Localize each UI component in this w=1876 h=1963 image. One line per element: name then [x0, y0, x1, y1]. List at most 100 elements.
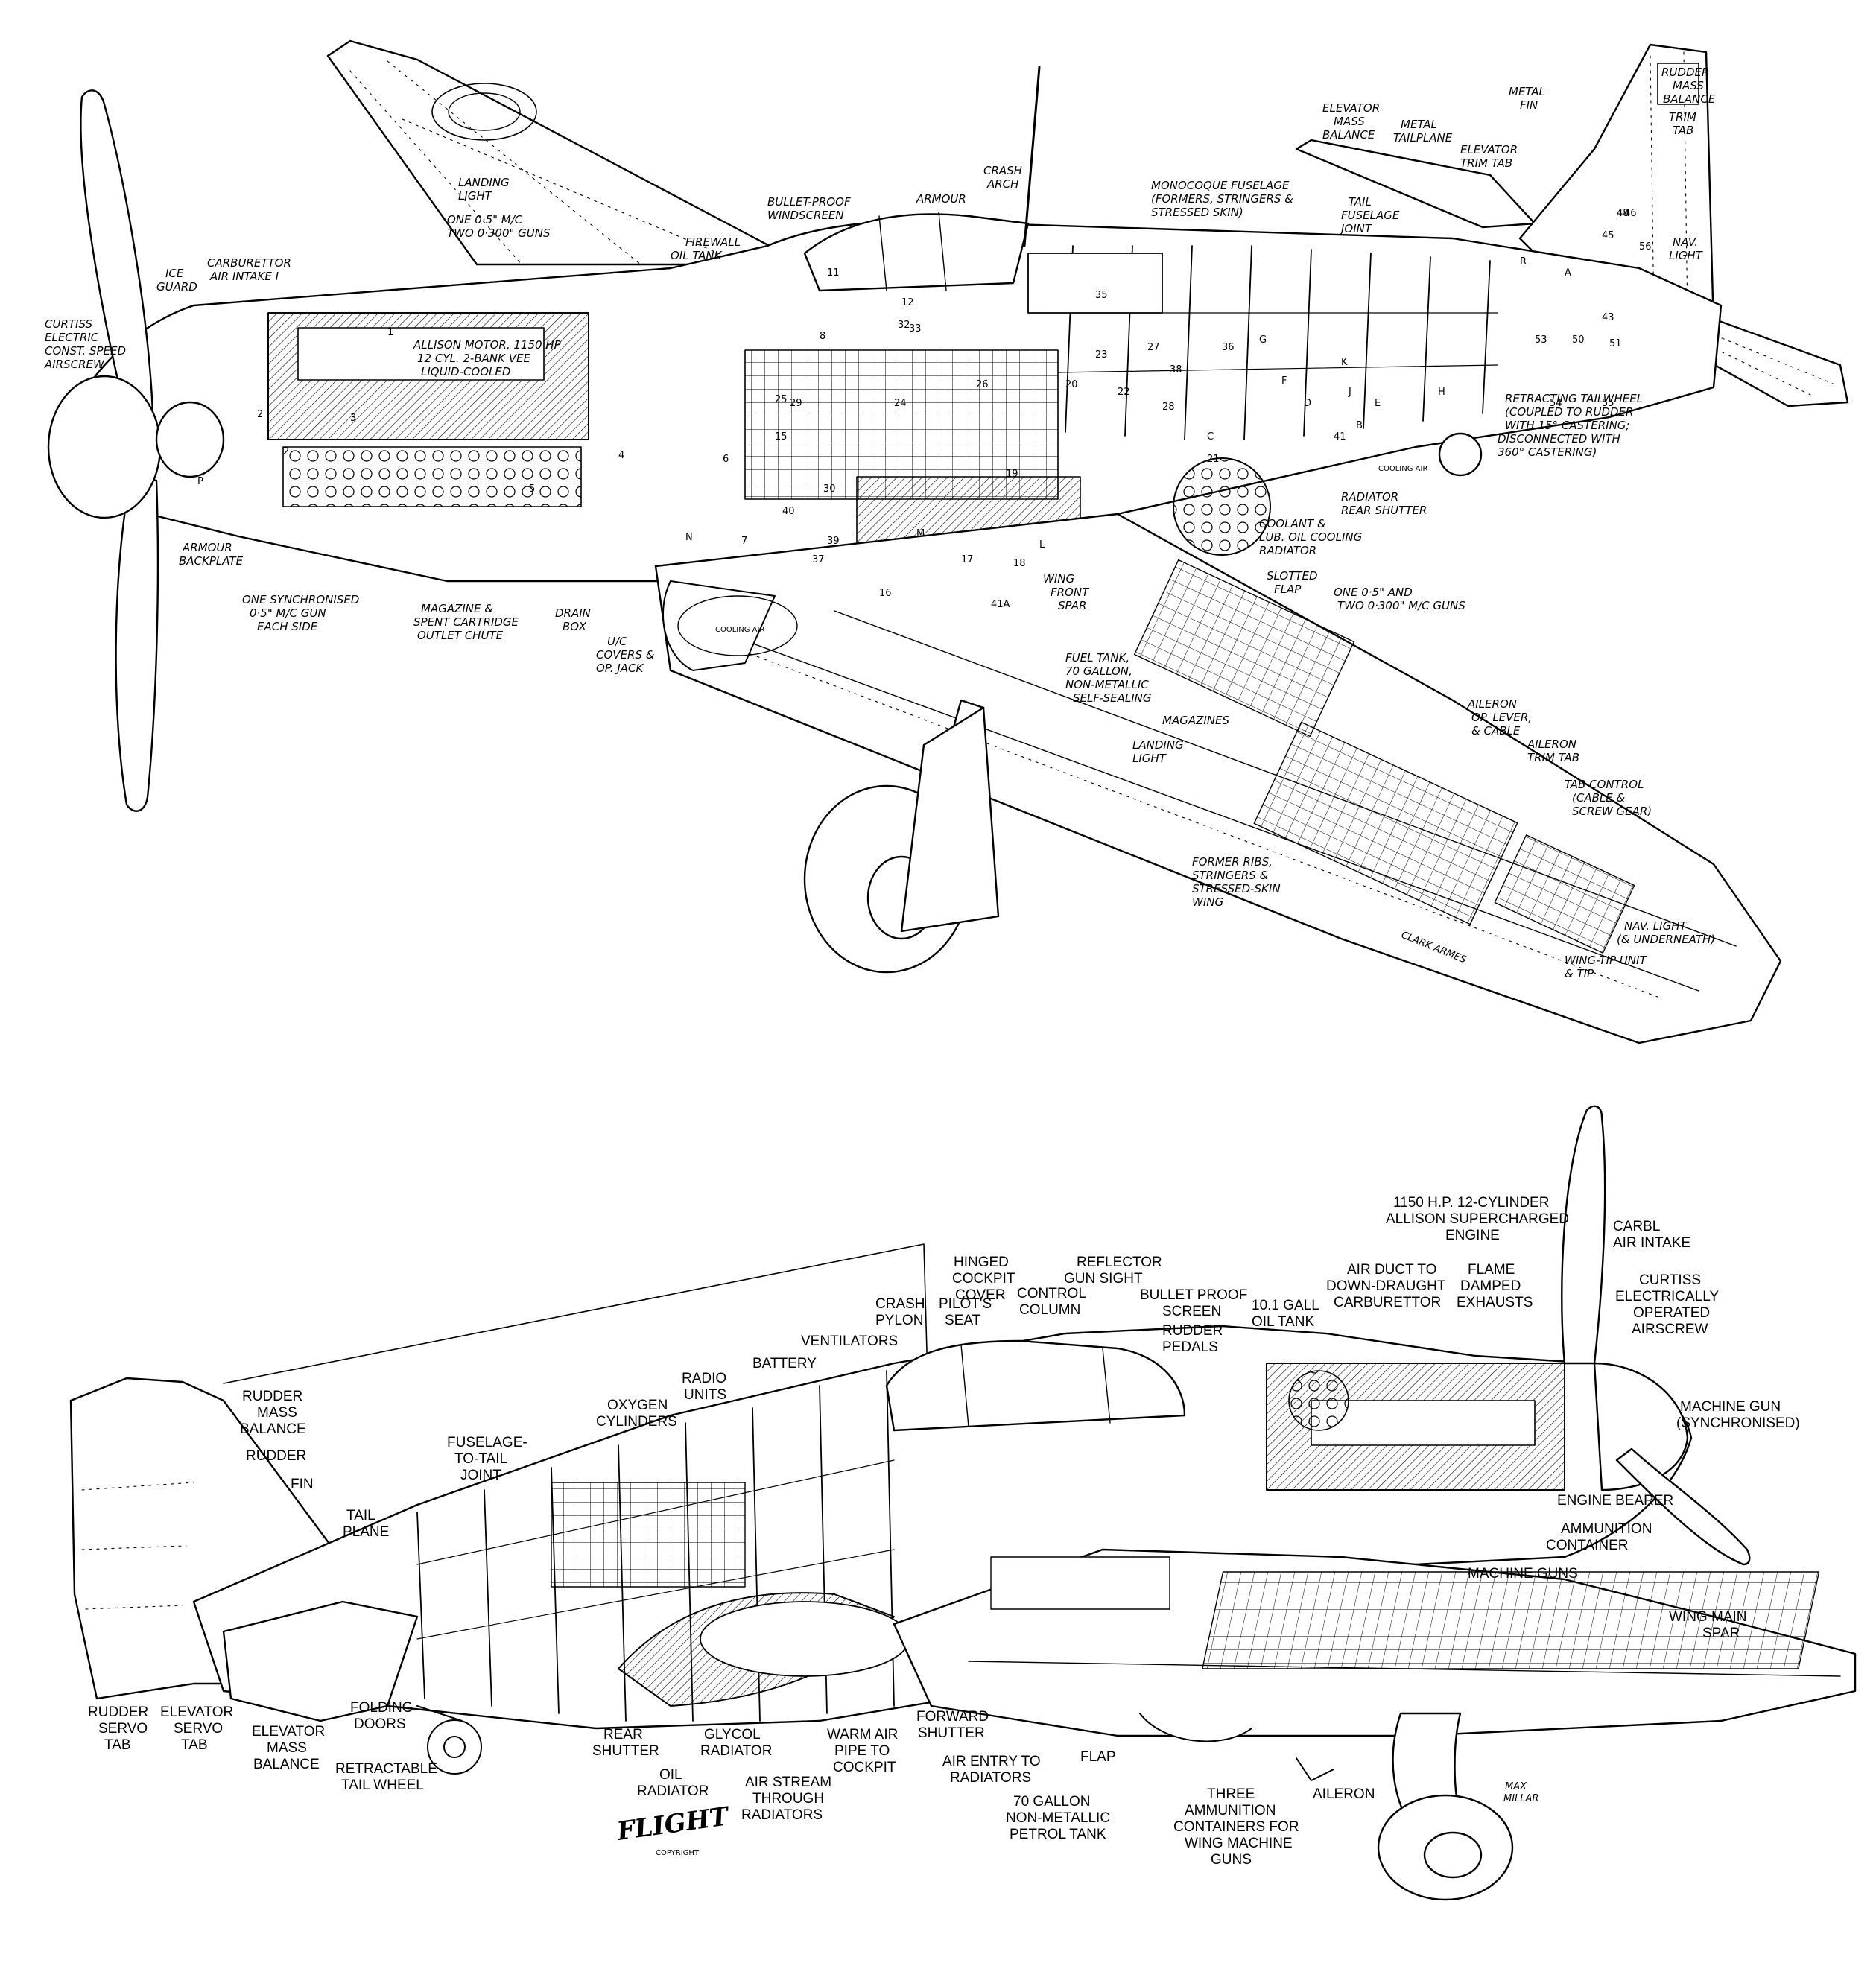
top-part-number: 55: [1602, 398, 1614, 409]
bot-label-forward-2: SHUTTER: [918, 1725, 985, 1741]
top-label-wingguns-1: ONE 0·5" AND: [1334, 586, 1413, 599]
bot-label-control-2: COLUMN: [1019, 1302, 1080, 1318]
bot-label-rservo-3: TAB: [104, 1737, 131, 1753]
top-label-ribs-2: STRINGERS &: [1192, 869, 1269, 882]
top-label-ruddermass-3: BALANCE: [1663, 92, 1716, 106]
bottom-wing-structure: [968, 1556, 1841, 1677]
top-part-number: 20: [1065, 379, 1078, 390]
top-label-tabctl-1: TAB CONTROL: [1565, 778, 1644, 791]
top-label-aileronop-3: & CABLE: [1471, 724, 1521, 738]
top-label-monocoque-2: (FORMERS, STRINGERS &: [1151, 192, 1293, 206]
top-label-elev-mass-3: BALANCE: [1322, 128, 1375, 142]
top-label-ruddermass-2: MASS: [1673, 79, 1704, 92]
top-part-number: 33: [909, 323, 922, 334]
bot-label-enginebearer: ENGINE BEARER: [1557, 1493, 1673, 1509]
top-label-guns-2: TWO 0·300" GUNS: [447, 226, 551, 240]
top-part-number: 21: [1207, 454, 1220, 465]
bot-label-airduct-1: AIR DUCT TO: [1347, 1262, 1436, 1278]
bottom-tail-wheel: [416, 1705, 482, 1775]
top-label-curtiss-2: ELECTRIC: [45, 331, 99, 344]
bot-label-curtiss-2: ELECTRICALLY: [1615, 1289, 1719, 1304]
top-label-tailwheel-5: 360° CASTERING): [1498, 445, 1597, 459]
bot-label-rear-1: REAR: [603, 1727, 643, 1742]
top-label-monocoque-1: MONOCOQUE FUSELAGE: [1151, 179, 1290, 192]
top-part-number: 27: [1147, 342, 1160, 353]
top-wing-roundel: [431, 83, 537, 141]
top-label-allison-1: ALLISON MOTOR, 1150 HP: [413, 338, 562, 352]
bot-label-fusejoint-1: FUSELAGE-: [447, 1435, 527, 1450]
bot-label-airstream-1: AIR STREAM: [745, 1775, 831, 1790]
top-radio-box: [1027, 253, 1163, 314]
top-upper-wing-panels: [349, 60, 746, 265]
top-label-wlanding-1: LANDING: [1132, 738, 1184, 752]
top-label-uc-2: COVERS &: [596, 648, 655, 662]
bot-label-flap: FLAP: [1080, 1749, 1116, 1765]
top-part-number: G: [1259, 334, 1267, 346]
bot-label-aileron: AILERON: [1313, 1786, 1375, 1802]
top-part-number: 23: [1095, 349, 1108, 361]
top-label-drain-2: BOX: [563, 620, 587, 633]
top-label-guns-1: ONE 0·5" M/C: [447, 213, 523, 226]
bot-label-eservo-1: ELEVATOR: [160, 1704, 233, 1720]
top-part-number: 3: [350, 413, 356, 424]
top-part-number: 1: [387, 327, 393, 338]
top-part-number: 15: [775, 431, 788, 443]
top-part-number: 18: [1013, 558, 1026, 569]
top-label-ice-1: ICE: [165, 267, 184, 280]
top-part-number: M: [916, 528, 925, 539]
bot-label-allison-2: ALLISON SUPERCHARGED: [1386, 1211, 1569, 1227]
top-label-tailwheel-1: RETRACTING TAILWHEEL: [1505, 392, 1643, 405]
bot-label-tailplane-1: TAIL: [346, 1508, 375, 1523]
top-part-number: D: [1304, 398, 1311, 409]
bot-label-pilot-1: PILOT'S: [939, 1296, 992, 1312]
bot-label-reflector-1: REFLECTOR: [1077, 1255, 1162, 1270]
top-label-slotted-1: SLOTTED: [1267, 569, 1318, 583]
top-label-fin-1: METAL: [1509, 85, 1545, 98]
top-part-number: E: [1375, 398, 1381, 409]
top-part-number: 5: [529, 483, 535, 495]
top-part-number: 28: [1162, 402, 1175, 413]
bot-label-petrol-2: NON-METALLIC: [1006, 1810, 1110, 1826]
top-part-number: 12: [901, 297, 914, 308]
top-part-number: 39: [827, 536, 840, 547]
top-label-ice-2: GUARD: [156, 280, 197, 294]
bot-label-forward-1: FORWARD: [916, 1709, 989, 1725]
top-label-curtiss-3: CONST. SPEED: [45, 344, 126, 358]
top-label-ruddermass-1: RUDDER: [1661, 66, 1709, 79]
top-label-coolant-2: LUB. OIL COOLING: [1259, 530, 1362, 544]
top-label-tailplane-1: METAL: [1401, 118, 1437, 131]
top-label-magazines: MAGAZINES: [1162, 714, 1229, 727]
bot-label-bulletproof-2: SCREEN: [1162, 1304, 1221, 1319]
top-label-tailwheel-2: (COUPLED TO RUDDER: [1505, 405, 1633, 419]
bottom-spinner: [1593, 1362, 1689, 1491]
bot-label-hinged-2: COCKPIT: [952, 1271, 1015, 1287]
bot-label-ruddermass-1: RUDDER: [242, 1389, 302, 1404]
top-label-ailtrim-1: AILERON: [1527, 738, 1576, 751]
flight-logo: FLIGHT COPYRIGHT: [615, 1801, 732, 1857]
top-label-cooling-air-1: COOLING AIR: [715, 626, 764, 634]
top-part-number: 19: [1006, 469, 1018, 480]
bot-label-three-3: CONTAINERS FOR: [1173, 1819, 1299, 1835]
flight-logo-text: FLIGHT: [615, 1801, 732, 1847]
top-label-ribs-3: STRESSED-SKIN: [1192, 882, 1281, 895]
top-tailplane: [1295, 139, 1536, 229]
bot-label-mgun-2: (SYNCHRONISED): [1676, 1415, 1800, 1431]
bottom-labels: RUDDER MASS BALANCE RUDDER FIN TAIL PLAN…: [88, 1195, 1800, 1868]
top-label-spar-3: SPAR: [1058, 599, 1087, 612]
top-part-number: 30: [823, 483, 836, 495]
bot-label-airentry-1: AIR ENTRY TO: [942, 1754, 1041, 1769]
bot-label-rear-2: SHUTTER: [592, 1743, 659, 1759]
top-label-slotted-2: FLAP: [1274, 583, 1302, 596]
bot-label-three-4: WING MACHINE: [1185, 1836, 1293, 1851]
top-label-wingtip-2: & TIP: [1565, 967, 1594, 980]
top-part-number: 4: [618, 450, 624, 461]
top-part-number: 40: [782, 506, 795, 517]
bot-label-rtail-1: RETRACTABLE: [335, 1761, 437, 1777]
top-label-tabctl-3: SCREW GEAR): [1572, 805, 1652, 818]
bot-label-mainspar-1: WING MAIN: [1669, 1609, 1747, 1625]
top-label-windscreen-1: BULLET-PROOF: [767, 195, 851, 209]
bot-label-oiltank-2: OIL TANK: [1252, 1314, 1314, 1330]
top-label-synchgun-2: 0·5" M/C GUN: [250, 606, 326, 620]
